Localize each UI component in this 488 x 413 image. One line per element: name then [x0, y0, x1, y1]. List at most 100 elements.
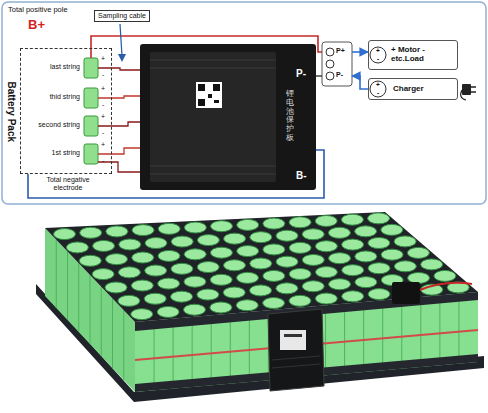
- battery-cells: [84, 58, 98, 78]
- terminal-symbols: [370, 47, 386, 63]
- battery-pack-photo: [421, 259, 443, 270]
- battery-pack-photo: [157, 306, 179, 317]
- battery-pack-photo: [382, 300, 383, 370]
- battery-pack-photo: [230, 314, 231, 384]
- polarity-sign: -: [102, 157, 104, 165]
- battery-pack-photo: [54, 213, 470, 320]
- sampling-arrow: [118, 24, 126, 62]
- battery-pack-photo: [315, 267, 337, 278]
- battery-pack-photo: [123, 310, 124, 380]
- sampling-arrow: [118, 54, 126, 62]
- battery-pack-photo: [90, 275, 91, 344]
- battery-pack-photo: [272, 364, 320, 368]
- battery-pack-photo: [263, 270, 285, 281]
- sampling-wires: [98, 148, 140, 154]
- plug-icon: [462, 84, 471, 95]
- battery-pack-photo: [407, 247, 429, 258]
- battery-pack-photo: [368, 213, 390, 224]
- bms-board: [150, 60, 276, 61]
- flow-arrow: [352, 76, 368, 89]
- plug-icon: [471, 91, 476, 93]
- polarity-sign: -: [102, 101, 104, 109]
- sampling-cable-box: Sampling cable: [94, 10, 150, 22]
- battery-pack-photo: [439, 295, 440, 365]
- battery-pack-photo: [284, 334, 302, 337]
- battery-pack-photo: [420, 297, 421, 367]
- polarity-sign: +: [101, 55, 105, 63]
- bms-board: [214, 100, 219, 103]
- polarity-sign: -: [102, 71, 104, 79]
- battery-pack-photo: [131, 309, 153, 320]
- battery-pack-photo: [224, 233, 246, 244]
- bms-board: [213, 84, 220, 91]
- bms-board: [150, 68, 276, 69]
- output-connector: [322, 42, 352, 86]
- battery-pack-photo: [36, 212, 484, 402]
- battery-pack-photo: [131, 280, 153, 291]
- battery-pack-photo: [132, 252, 154, 263]
- battery-cells: [84, 58, 98, 164]
- battery-pack-photo: [173, 319, 174, 389]
- battery-pack-photo: [263, 244, 285, 255]
- battery-pack-photo: [458, 294, 459, 364]
- battery-pack-photo: [368, 263, 390, 274]
- output-wire: [316, 75, 322, 76]
- battery-pack-photo: [197, 235, 219, 246]
- polarity-sign: +: [376, 47, 380, 54]
- negative-wire: [28, 150, 324, 198]
- battery-pack-photo: [392, 282, 420, 304]
- battery-pack-photo: [197, 289, 219, 300]
- output-connector: [326, 72, 334, 80]
- battery-pack-photo: [67, 252, 68, 321]
- battery-pack-photo: [280, 330, 306, 350]
- polarity-sign: -: [102, 129, 104, 137]
- battery-pack-photo: [328, 227, 350, 238]
- battery-pack-photo: [289, 295, 311, 306]
- sampling-wires: [98, 122, 140, 126]
- battery-pack-photo: [394, 261, 416, 272]
- battery-pack-photo: [302, 229, 324, 240]
- terminal-symbols: [370, 47, 386, 97]
- battery-pack-photo: [263, 298, 285, 309]
- terminal-name: B-: [296, 170, 307, 182]
- battery-pack-photo: [158, 278, 180, 289]
- battery-pack-photo: [223, 260, 245, 271]
- battery-pack-photo: [237, 272, 259, 283]
- battery-cells: [84, 144, 98, 164]
- plug-icon: [461, 90, 466, 100]
- sampling-wires: [98, 68, 140, 172]
- battery-pack-photo: [112, 299, 113, 369]
- polarity-sign: +: [101, 113, 105, 121]
- battery-pack-photo: [184, 222, 206, 233]
- sampling-arrow: [120, 24, 122, 56]
- bms-board: [150, 166, 276, 167]
- bms-board: [150, 174, 276, 175]
- bms-board: [208, 94, 212, 98]
- battery-cells: [84, 116, 98, 136]
- battery-pack-photo: [355, 226, 377, 237]
- output-connector: [326, 60, 334, 68]
- battery-pack-photo: [118, 267, 140, 278]
- battery-pack-photo: [342, 265, 364, 276]
- polarity-sign: +: [101, 141, 105, 149]
- battery-pack-photo: [118, 295, 140, 306]
- battery-pack-photo: [250, 258, 272, 269]
- battery-pack-photo: [145, 238, 167, 249]
- charger-label: Charger: [393, 84, 424, 93]
- sampling-wires: [98, 68, 140, 70]
- battery-pack-photo: [210, 247, 232, 258]
- battery-pack-photo: [394, 236, 416, 247]
- plug-icon: [461, 84, 476, 100]
- battery-pack-photo: [210, 302, 232, 313]
- battery-pack-photo: [144, 293, 166, 304]
- battery-pack-photo: [237, 219, 259, 230]
- battery-pack-photo: [78, 263, 79, 332]
- battery-pack-photo: [171, 236, 193, 247]
- battery-pack-photo: [344, 304, 345, 374]
- battery-pack-photo: [341, 214, 363, 225]
- battery-pack-photo: [250, 285, 272, 296]
- battery-pack-photo: [401, 299, 402, 369]
- load-label: + Motor -etc.Load: [391, 45, 447, 63]
- battery-pack-photo: [45, 212, 478, 322]
